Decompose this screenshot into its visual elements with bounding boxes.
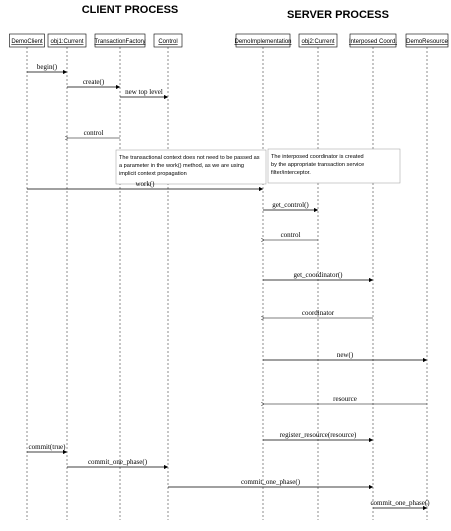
- object-label-control: Control: [158, 39, 177, 45]
- object-box-demores: [405, 33, 449, 48]
- message-label: coordinator: [302, 309, 335, 317]
- message-label: resource: [333, 395, 357, 403]
- message-1: begin(): [27, 63, 68, 75]
- object-demores: DemoResource: [405, 33, 449, 520]
- message-label: commit_one_phase(): [88, 458, 148, 466]
- message-label: new top level: [125, 88, 163, 96]
- message-10: new(): [263, 351, 428, 363]
- message-label: work(): [135, 180, 155, 188]
- message-11: resource: [264, 395, 427, 404]
- message-label: get_coordinator(): [294, 271, 344, 279]
- server-process-title: SERVER PROCESS: [287, 9, 389, 21]
- message-label: get_control(): [272, 201, 309, 209]
- object-democlient: DemoClient: [9, 33, 45, 520]
- notes-layer: The transactional context does not need …: [115, 148, 401, 185]
- message-3: new top level: [120, 88, 169, 100]
- message-label: commit_one_phase(): [241, 478, 301, 486]
- message-label: commit_one_phase(): [370, 499, 430, 507]
- message-5: work(): [27, 180, 264, 192]
- note-line: implicit context propagation: [119, 171, 187, 177]
- message-label: begin(): [37, 63, 58, 71]
- object-icoord: Interposed Coord.: [349, 33, 397, 520]
- object-box-txfactory: [94, 33, 146, 48]
- message-16: commit_one_phase(): [370, 499, 430, 511]
- object-label-current2: obj2:Current: [301, 39, 334, 45]
- object-demoimpl: DemoImplementation: [234, 33, 292, 520]
- note-2: The interposed coordinator is created by …: [267, 148, 401, 184]
- object-label-txfactory: TransactionFactory: [94, 39, 145, 45]
- object-label-demoimpl: DemoImplementation: [234, 39, 291, 45]
- object-label-icoord: Interposed Coord.: [349, 39, 397, 45]
- message-7: control: [264, 231, 318, 240]
- message-label: control: [84, 129, 104, 137]
- message-13: commit(true): [27, 443, 68, 455]
- note-box: [115, 149, 267, 185]
- note-line: a parameter in the work() method, as we …: [119, 163, 244, 169]
- object-current2: obj2:Current: [298, 33, 338, 520]
- message-6: get_control(): [263, 201, 319, 213]
- object-box-control: [153, 33, 183, 48]
- note-box: [267, 148, 401, 184]
- object-box-current2: [298, 33, 338, 48]
- object-current1: obj1:Current: [47, 33, 87, 520]
- note-line: filter/interceptor.: [271, 170, 311, 176]
- note-line: The transactional context does not need …: [119, 155, 260, 161]
- message-label: control: [281, 231, 301, 239]
- object-control: Control: [153, 33, 183, 520]
- message-15: commit_one_phase(): [168, 478, 374, 490]
- note-line: The interposed coordinator is created: [271, 154, 364, 160]
- message-label: create(): [83, 78, 105, 86]
- object-label-current1: obj1:Current: [50, 39, 83, 45]
- client-process-title: CLIENT PROCESS: [82, 4, 179, 16]
- object-label-demores: DemoResource: [406, 39, 448, 45]
- object-box-demoimpl: [235, 33, 291, 48]
- message-4: control: [68, 129, 120, 138]
- message-14: commit_one_phase(): [67, 458, 169, 470]
- object-label-democlient: DemoClient: [11, 39, 43, 45]
- message-8: get_coordinator(): [263, 271, 374, 283]
- message-label: new(): [337, 351, 354, 359]
- message-12: register_resource(resource): [263, 431, 374, 443]
- message-label: commit(true): [29, 443, 67, 451]
- object-txfactory: TransactionFactory: [94, 33, 146, 520]
- note-1: The transactional context does not need …: [115, 149, 267, 185]
- message-2: create(): [67, 78, 121, 90]
- objects-layer: DemoClient obj1:Current TransactionFactory…: [9, 33, 449, 520]
- messages-layer: begin() create() new top level control work(…: [27, 63, 430, 511]
- object-box-democlient: [9, 33, 45, 48]
- message-label: register_resource(resource): [280, 431, 357, 439]
- object-box-current1: [47, 33, 87, 48]
- message-9: coordinator: [264, 309, 373, 318]
- note-line: by the appropriate transaction service: [271, 162, 364, 168]
- object-box-icoord: [349, 33, 397, 48]
